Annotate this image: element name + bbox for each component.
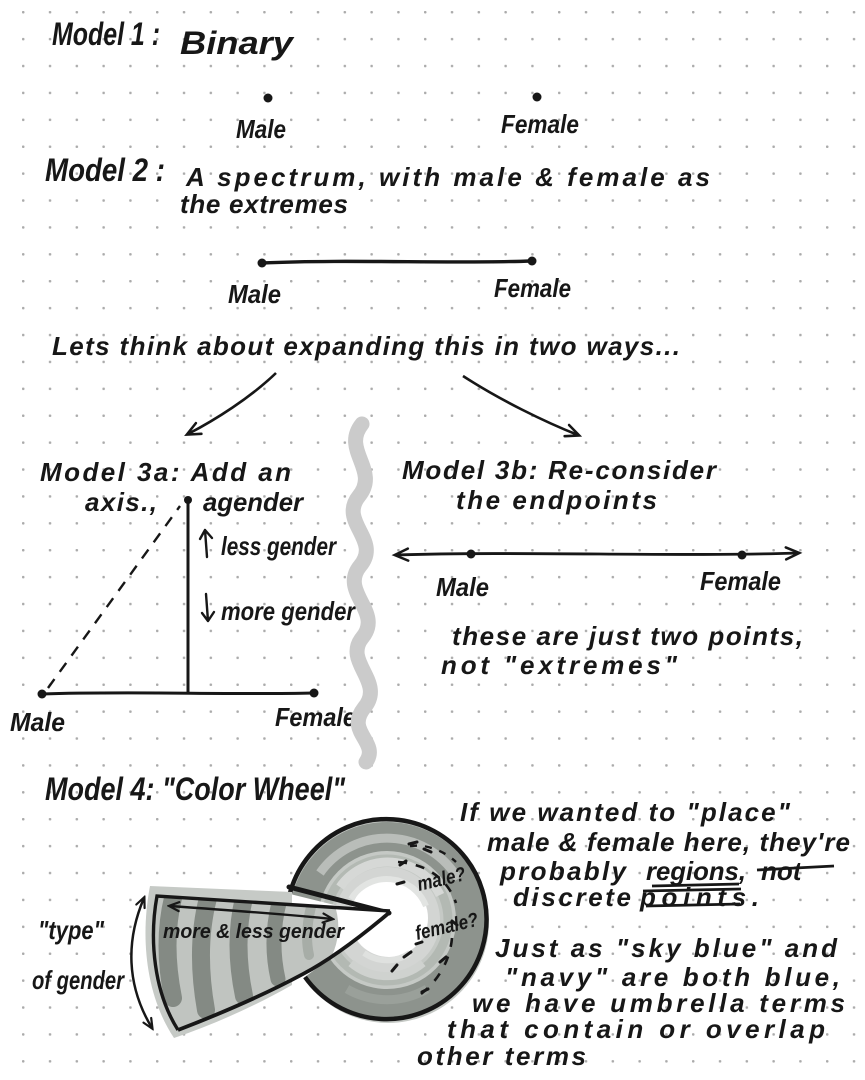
svg-text:Female: Female <box>494 273 571 303</box>
svg-text:less gender: less gender <box>221 531 337 561</box>
svg-text:the extremes: the extremes <box>180 189 348 219</box>
svg-text:Male: Male <box>10 707 65 737</box>
svg-text:regions,: regions, <box>646 856 746 886</box>
svg-text:Male: Male <box>436 572 489 602</box>
svg-text:Just as "sky blue" and: Just as "sky blue" and <box>495 933 838 963</box>
svg-text:the endpoints: the endpoints <box>456 485 657 515</box>
svg-text:these are just two points,: these are just two points, <box>452 621 803 651</box>
svg-text:Model 3b: Re-consider: Model 3b: Re-consider <box>402 455 718 485</box>
svg-text:that contain or overlap: that contain or overlap <box>447 1014 825 1044</box>
svg-text:Model 1 :: Model 1 : <box>52 16 160 52</box>
svg-text:A spectrum, with male & female: A spectrum, with male & female as <box>185 162 710 192</box>
svg-text:agender: agender <box>203 487 305 517</box>
svg-text:"navy" are both blue,: "navy" are both blue, <box>505 962 840 992</box>
svg-text:we have umbrella terms: we have umbrella terms <box>472 988 845 1018</box>
svg-text:more & less gender: more & less gender <box>163 921 345 943</box>
svg-text:"type": "type" <box>38 915 105 945</box>
svg-text:Model 3a: Add an: Model 3a: Add an <box>40 457 291 487</box>
svg-text:Model 4: "Color Wheel": Model 4: "Color Wheel" <box>45 771 346 807</box>
svg-text:Female: Female <box>700 566 781 596</box>
svg-text:of gender: of gender <box>32 965 125 995</box>
svg-text:Female: Female <box>501 109 579 139</box>
svg-text:Binary: Binary <box>180 25 295 61</box>
svg-text:If we wanted to "place": If we wanted to "place" <box>460 797 791 827</box>
svg-text:Model 2 :: Model 2 : <box>45 152 165 188</box>
svg-text:not "extremes": not "extremes" <box>441 650 678 680</box>
svg-text:other terms: other terms <box>417 1041 586 1071</box>
svg-text:more gender: more gender <box>221 596 357 626</box>
svg-text:discrete: discrete <box>513 882 631 912</box>
svg-text:Male: Male <box>236 114 286 144</box>
svg-text:Female: Female <box>275 702 356 732</box>
svg-text:male & female here, they're: male & female here, they're <box>487 827 850 857</box>
svg-text:Male: Male <box>228 279 281 309</box>
svg-text:Lets think about expanding thi: Lets think about expanding this in two w… <box>52 331 680 361</box>
svg-text:probably: probably <box>499 856 628 886</box>
svg-text:axis.,: axis., <box>85 487 157 517</box>
svg-text:not: not <box>761 856 803 886</box>
